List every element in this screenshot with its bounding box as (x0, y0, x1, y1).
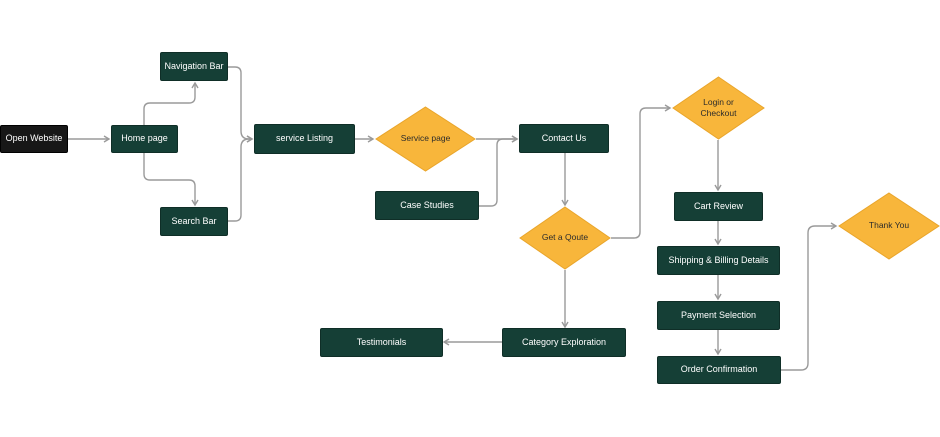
edge-quote-to-login (611, 104, 672, 239)
testimonials-label: Testimonials (356, 336, 407, 347)
service-page-label: Service page (400, 133, 451, 144)
search-bar-label: Search Bar (171, 215, 217, 226)
open-website-label: Open Website (5, 133, 63, 144)
get-a-quote-decision[interactable]: Get a Qoute (519, 206, 611, 270)
category-exploration-label: Category Exploration (521, 336, 607, 347)
order-confirmation-node[interactable]: Order Confirmation (657, 356, 781, 384)
service-listing-label: service Listing (275, 133, 334, 144)
contact-us-label: Contact Us (541, 132, 587, 143)
login-or-checkout-label: Login or Checkout (700, 96, 737, 118)
thank-you-label: Thank You (868, 220, 910, 231)
open-website-node[interactable]: Open Website (0, 125, 68, 153)
payment-selection-node[interactable]: Payment Selection (657, 301, 780, 330)
edge-nav-to-listing (228, 66, 254, 143)
navigation-bar-node[interactable]: Navigation Bar (160, 52, 228, 81)
diamond-shape (519, 206, 611, 270)
cart-review-label: Cart Review (693, 200, 743, 211)
case-studies-label: Case Studies (400, 199, 454, 210)
order-confirmation-label: Order Confirmation (680, 364, 758, 375)
edge-home-to-nav (143, 81, 199, 125)
cart-review-node[interactable]: Cart Review (674, 192, 763, 221)
edge-casestudies-to-contact (479, 135, 519, 207)
navigation-bar-label: Navigation Bar (164, 60, 224, 71)
testimonials-node[interactable]: Testimonials (320, 328, 443, 357)
edge-search-to-listing (228, 135, 254, 222)
service-listing-node[interactable]: service Listing (254, 124, 355, 154)
home-page-node[interactable]: Home page (111, 125, 178, 153)
payment-selection-label: Payment Selection (680, 309, 757, 320)
diamond-shape (375, 106, 476, 172)
shipping-billing-node[interactable]: Shipping & Billing Details (657, 246, 780, 275)
thank-you-decision[interactable]: Thank You (838, 192, 940, 260)
edge-order-to-thankyou (781, 222, 838, 371)
diamond-shape (838, 192, 940, 260)
search-bar-node[interactable]: Search Bar (160, 207, 228, 236)
contact-us-node[interactable]: Contact Us (519, 124, 609, 153)
home-page-label: Home page (121, 133, 168, 144)
edge-home-to-search (143, 153, 199, 207)
shipping-billing-label: Shipping & Billing Details (668, 254, 769, 265)
diamond-shape (672, 76, 765, 140)
case-studies-node[interactable]: Case Studies (375, 191, 479, 220)
category-exploration-node[interactable]: Category Exploration (502, 328, 626, 357)
get-a-quote-label: Get a Qoute (541, 232, 589, 243)
service-page-decision[interactable]: Service page (375, 106, 476, 172)
login-or-checkout-decision[interactable]: Login or Checkout (672, 76, 765, 140)
